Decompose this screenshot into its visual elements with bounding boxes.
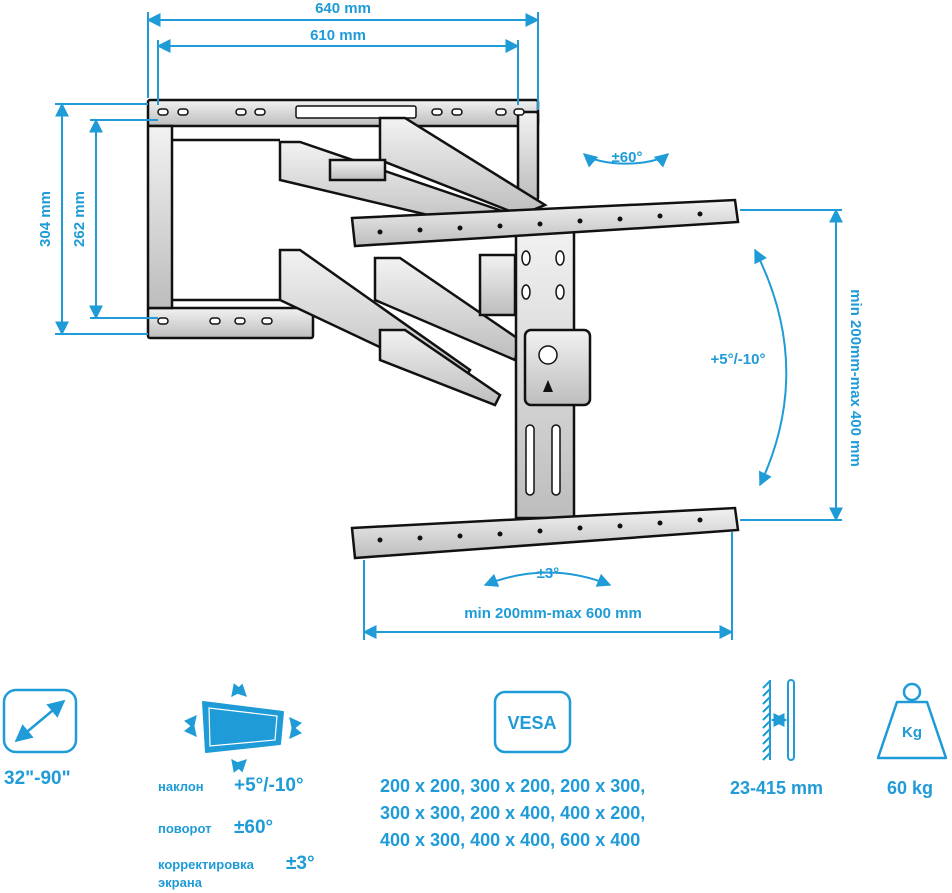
tilt-screen-icon — [183, 683, 303, 773]
wall-distance-icon — [762, 679, 795, 761]
level-spec-label-1: корректировка — [158, 857, 254, 872]
vesa-line-3: 400 x 300, 400 x 400, 600 x 400 — [380, 830, 641, 850]
width-outer-label: 640 mm — [315, 0, 371, 17]
vesa-vertical-label: min 200mm-max 400 mm — [847, 289, 864, 467]
wall-distance-value: 23-415 mm — [730, 778, 824, 798]
vesa-badge-text: VESA — [507, 713, 556, 733]
tilt-label: +5°/-10° — [711, 351, 766, 368]
vesa-line-2: 300 x 300, 200 x 400, 400 x 200, — [380, 803, 646, 823]
vesa-line-1: 200 x 200, 300 x 200, 200 x 300, — [380, 776, 646, 796]
lower-arm — [278, 248, 522, 407]
wall-plate — [146, 98, 540, 340]
diagonal-arrow-icon — [2, 688, 78, 754]
dimension-lines — [55, 12, 843, 640]
screen-size-value: 32"-90" — [4, 768, 71, 789]
vesa-icon — [493, 690, 572, 754]
max-load-value: 60 kg — [887, 778, 934, 798]
upper-arm — [278, 116, 548, 234]
tilt-spec-value: +5°/-10° — [234, 775, 304, 796]
swivel-label: ±60° — [612, 149, 643, 166]
vesa-horizontal-label: min 200mm-max 600 mm — [464, 605, 642, 622]
swivel-spec-value: ±60° — [234, 817, 274, 838]
height-inner-label: 262 mm — [71, 191, 88, 247]
swivel-spec-label: поворот — [158, 821, 212, 836]
bottom-bracket — [350, 506, 740, 560]
wall-plate-slots — [157, 105, 525, 325]
weight-icon — [876, 682, 948, 760]
width-inner-label: 610 mm — [310, 27, 366, 44]
level-spec-value: ±3° — [286, 853, 315, 874]
rotation-label: ±3° — [537, 565, 560, 582]
column-holes — [521, 250, 565, 496]
top-bracket-holes — [377, 211, 703, 235]
level-spec-label-2: экрана — [158, 875, 202, 890]
top-bracket — [350, 198, 740, 248]
bottom-bracket-holes — [377, 517, 703, 543]
weight-badge-text: Kg — [902, 724, 922, 741]
tilt-spec-label: наклон — [158, 779, 204, 794]
height-outer-label: 304 mm — [37, 191, 54, 247]
